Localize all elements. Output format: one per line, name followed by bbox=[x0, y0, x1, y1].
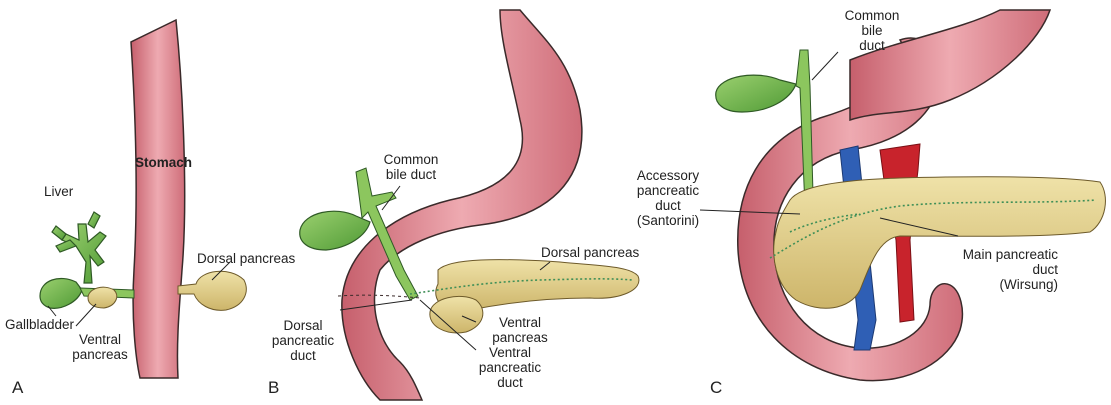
label-dorsal-duct-b-line3: duct bbox=[265, 348, 341, 363]
label-accessory-duct-c-line1: Accessory bbox=[628, 168, 708, 183]
label-accessory-duct-c-line4: (Santorini) bbox=[628, 213, 708, 228]
panel-letter-b: B bbox=[268, 380, 279, 395]
label-ventral-duct-b-line1: Ventral bbox=[470, 345, 550, 360]
panel-b-drawing bbox=[300, 10, 639, 400]
label-common-bile-duct-c-line1: Common bbox=[840, 8, 904, 23]
label-common-bile-duct-c-line2: bile bbox=[840, 23, 904, 38]
label-dorsal-duct-b-line1: Dorsal bbox=[265, 318, 341, 333]
label-ventral-duct-b-line2: pancreatic bbox=[470, 360, 550, 375]
ventral-pancreas-b bbox=[430, 296, 483, 332]
label-accessory-duct-c-line2: pancreatic bbox=[628, 183, 708, 198]
label-common-bile-duct-b-line1: Common bbox=[372, 152, 450, 167]
label-liver: Liver bbox=[44, 184, 73, 199]
gallbladder-a bbox=[40, 278, 82, 308]
label-ventral-pancreatic-duct-b: Ventral pancreatic duct bbox=[470, 345, 550, 390]
label-dorsal-pancreas-a: Dorsal pancreas bbox=[197, 251, 295, 266]
panel-c-drawing bbox=[700, 10, 1105, 381]
gallbladder-b bbox=[300, 211, 370, 250]
panel-letter-c: C bbox=[710, 380, 722, 395]
dorsal-pancreas-a bbox=[178, 271, 246, 310]
label-ventral-pancreas-a: Ventral pancreas bbox=[68, 332, 132, 362]
panel-letter-a: A bbox=[12, 380, 23, 395]
label-stomach: Stomach bbox=[135, 155, 192, 170]
label-main-pancreatic-duct-c: Main pancreatic duct (Wirsung) bbox=[948, 247, 1058, 292]
label-ventral-duct-b-line3: duct bbox=[470, 375, 550, 390]
label-ventral-pancreas-a-line1: Ventral bbox=[68, 332, 132, 347]
label-ventral-pancreas-b: Ventral pancreas bbox=[487, 315, 553, 345]
label-ventral-pancreas-b-line1: Ventral bbox=[487, 315, 553, 330]
label-ventral-pancreas-a-line2: pancreas bbox=[68, 347, 132, 362]
label-gallbladder-a: Gallbladder bbox=[5, 317, 74, 332]
label-accessory-pancreatic-duct-c: Accessory pancreatic duct (Santorini) bbox=[628, 168, 708, 228]
gallbladder-c bbox=[716, 75, 796, 112]
label-dorsal-duct-b-line2: pancreatic bbox=[265, 333, 341, 348]
label-main-duct-c-line3: (Wirsung) bbox=[948, 277, 1058, 292]
label-main-duct-c-line1: Main pancreatic bbox=[948, 247, 1058, 262]
label-common-bile-duct-c-line3: duct bbox=[840, 38, 904, 53]
stomach-a bbox=[131, 20, 185, 378]
label-main-duct-c-line2: duct bbox=[948, 262, 1058, 277]
label-ventral-pancreas-b-line2: pancreas bbox=[487, 330, 553, 345]
label-common-bile-duct-b-line2: bile duct bbox=[372, 167, 450, 182]
label-common-bile-duct-b: Common bile duct bbox=[372, 152, 450, 182]
label-dorsal-pancreas-b: Dorsal pancreas bbox=[541, 245, 639, 260]
label-common-bile-duct-c: Common bile duct bbox=[840, 8, 904, 53]
label-dorsal-pancreatic-duct-b: Dorsal pancreatic duct bbox=[265, 318, 341, 363]
liver-bud-a bbox=[52, 212, 106, 283]
ventral-pancreas-a bbox=[88, 287, 117, 308]
label-accessory-duct-c-line3: duct bbox=[628, 198, 708, 213]
